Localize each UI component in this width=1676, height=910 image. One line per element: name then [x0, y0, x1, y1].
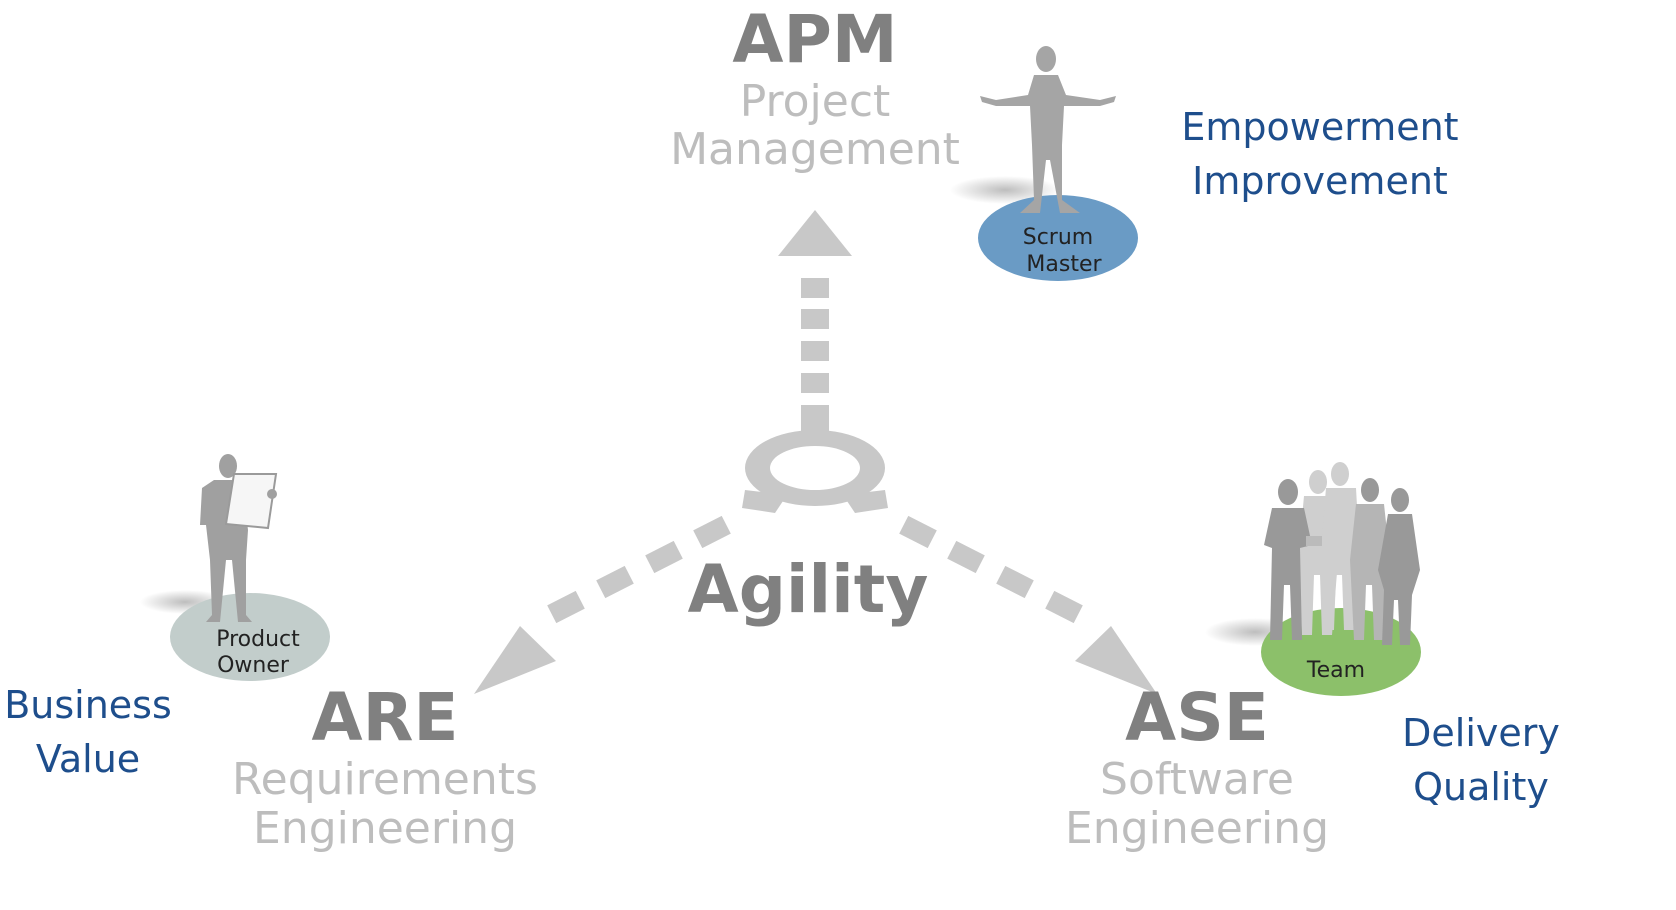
ase-full-line1: Software — [1100, 754, 1294, 805]
scrum-master-line2: Master — [1026, 252, 1102, 277]
value-ase: Delivery Quality — [1402, 711, 1560, 809]
arrowhead-ase — [1075, 626, 1157, 694]
value-ase-line1: Delivery — [1402, 711, 1560, 755]
are-block: ARE Requirements Engineering — [232, 679, 538, 854]
value-apm-line1: Empowerment — [1181, 105, 1458, 149]
value-are: Business Value — [4, 683, 172, 781]
value-ase-line2: Quality — [1413, 765, 1549, 809]
are-abbr: ARE — [312, 679, 459, 756]
arrow-to-apm — [778, 210, 852, 425]
arrow-to-ase — [899, 515, 1157, 694]
apm-full-line1: Project — [740, 76, 891, 127]
scrum-master-disc — [978, 195, 1138, 281]
apm-block: APM Project Management — [670, 1, 960, 175]
value-apm-line2: Improvement — [1192, 159, 1448, 203]
are-full-line2: Engineering — [253, 803, 517, 854]
value-are-line1: Business — [4, 683, 172, 727]
product-owner-line2: Owner — [217, 653, 290, 678]
are-full-line1: Requirements — [232, 754, 538, 805]
product-owner-role: Product Owner — [140, 454, 330, 681]
arrowhead-are — [474, 626, 556, 694]
product-owner-figure-icon — [200, 454, 278, 622]
arrowhead-apm — [778, 210, 852, 256]
center-hub — [742, 425, 888, 513]
arrow-to-are — [474, 515, 731, 694]
ase-abbr: ASE — [1125, 679, 1269, 756]
value-are-line2: Value — [36, 737, 140, 781]
scrum-master-figure-icon — [980, 46, 1116, 213]
team-role: Team — [1205, 462, 1421, 696]
value-apm: Empowerment Improvement — [1181, 105, 1458, 203]
scrum-master-shadow — [950, 176, 1060, 204]
ase-full-line2: Engineering — [1065, 803, 1329, 854]
scrum-master-line1: Scrum — [1023, 225, 1093, 250]
ase-block: ASE Software Engineering — [1065, 679, 1329, 854]
team-line1: Team — [1306, 658, 1365, 683]
team-figures-icon — [1264, 462, 1420, 645]
apm-abbr: APM — [732, 1, 897, 78]
apm-full-line2: Management — [670, 124, 960, 175]
center-label: Agility — [688, 551, 929, 628]
product-owner-disc — [170, 593, 330, 681]
product-owner-line1: Product — [216, 627, 300, 652]
scrum-master-role: Scrum Master — [950, 46, 1138, 281]
